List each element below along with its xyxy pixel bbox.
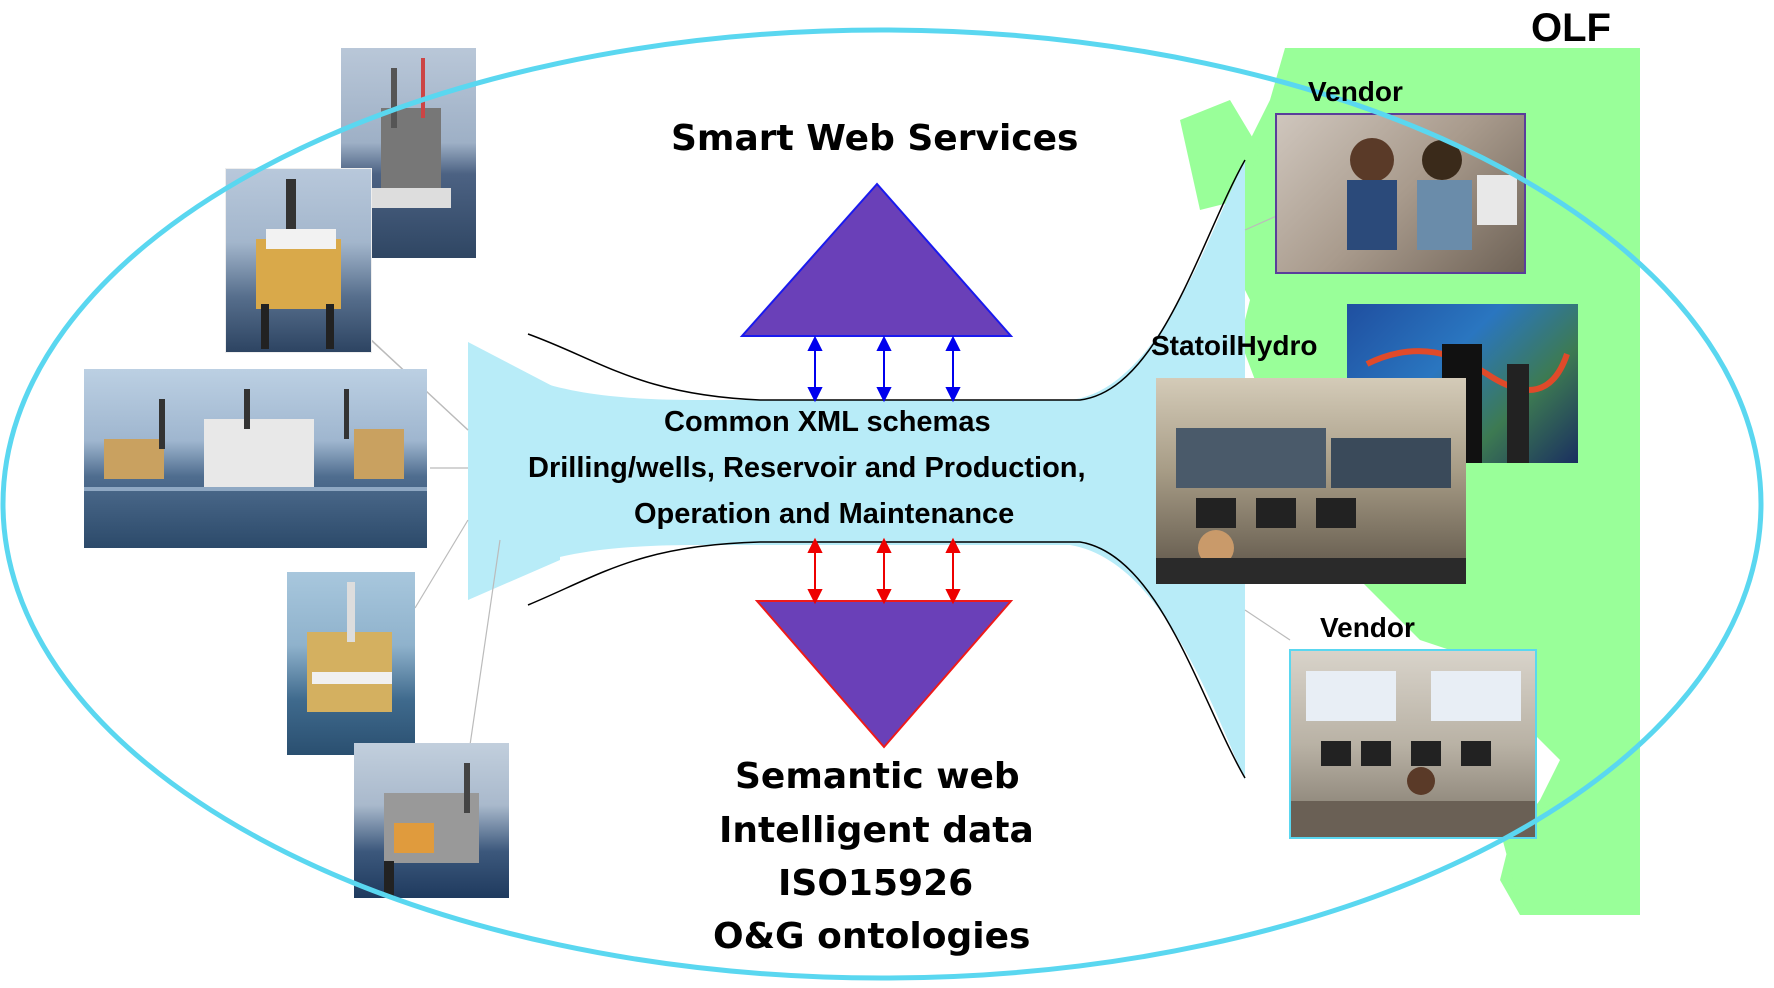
vendor-photo-bottom — [1289, 649, 1537, 839]
smart-web-triangle — [739, 182, 1014, 337]
schema-funnel — [468, 160, 1245, 780]
platform-photo-3 — [84, 369, 427, 548]
red-arrows — [807, 537, 961, 605]
drilling-reservoir-label: Drilling/wells, Reservoir and Production… — [528, 452, 1086, 484]
vendor-bottom-label: Vendor — [1320, 612, 1415, 643]
blue-arrows — [807, 335, 961, 403]
platform-photo-4 — [287, 572, 415, 755]
iso15926-label: ISO15926 — [778, 863, 974, 904]
og-ontologies-label: O&G ontologies — [713, 916, 1031, 957]
statoilhydro-label: StatoilHydro — [1151, 330, 1318, 361]
statoil-photo-control-room — [1156, 378, 1466, 584]
semantic-web-label: Semantic web — [735, 756, 1020, 797]
platform-photo-2 — [225, 168, 372, 353]
vendor-top-label: Vendor — [1308, 76, 1403, 107]
lower-curve — [527, 541, 1246, 779]
vendor-photo-top — [1275, 113, 1526, 274]
operation-maintenance-label: Operation and Maintenance — [634, 498, 1015, 530]
platform-photo-5 — [354, 743, 509, 898]
smart-web-services-label: Smart Web Services — [671, 118, 1079, 159]
common-xml-schemas-label: Common XML schemas — [664, 406, 991, 438]
upper-curve — [527, 159, 1246, 401]
olf-label: OLF — [1531, 6, 1611, 50]
intelligent-data-label: Intelligent data — [719, 810, 1034, 851]
